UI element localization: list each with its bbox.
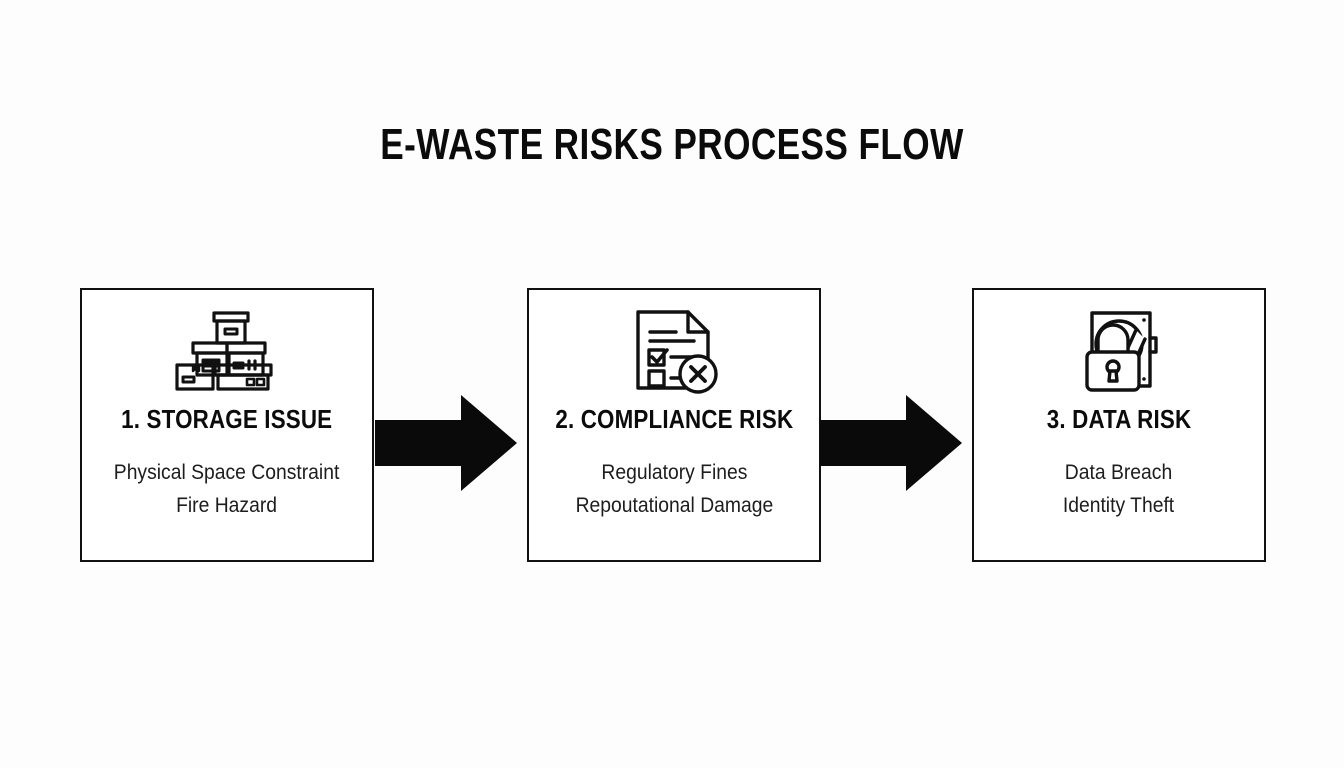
step-detail-line: Identity Theft bbox=[1063, 493, 1175, 517]
padlock-harddrive-icon bbox=[1074, 308, 1164, 394]
step-detail-line: Physical Space Constraint bbox=[114, 461, 340, 484]
right-arrow-icon bbox=[820, 388, 963, 498]
checklist-document-error-icon bbox=[628, 308, 720, 394]
process-step-compliance-risk[interactable]: 2. COMPLIANCE RISK Regulatory Fines Repo… bbox=[527, 288, 821, 562]
page-title: E-WASTE RISKS PROCESS FLOW bbox=[380, 120, 964, 169]
step-detail-line: Repoutational Damage bbox=[575, 493, 773, 517]
right-arrow-icon bbox=[375, 388, 518, 498]
step-detail-line: Data Breach bbox=[1065, 461, 1173, 484]
step-detail-line: Regulatory Fines bbox=[600, 461, 748, 484]
process-step-data-risk[interactable]: 3. DATA RISK Data Breach Identity Theft bbox=[972, 288, 1266, 562]
step-details: Physical Space Constraint Fire Hazard bbox=[114, 457, 340, 522]
step-heading: 1. STORAGE ISSUE bbox=[121, 404, 333, 434]
process-step-storage-issue[interactable]: 1. STORAGE ISSUE Physical Space Constrai… bbox=[80, 288, 374, 562]
stacked-boxes-icon bbox=[171, 308, 283, 394]
step-details: Regulatory Fines Repoutational Damage bbox=[575, 457, 773, 522]
step-heading: 2. COMPLIANCE RISK bbox=[555, 404, 793, 434]
step-details: Data Breach Identity Theft bbox=[1063, 457, 1174, 522]
step-detail-line: Fire Hazard bbox=[176, 493, 278, 517]
process-flow-diagram: 1. STORAGE ISSUE Physical Space Constrai… bbox=[80, 288, 1266, 564]
step-heading: 3. DATA RISK bbox=[1046, 404, 1192, 434]
